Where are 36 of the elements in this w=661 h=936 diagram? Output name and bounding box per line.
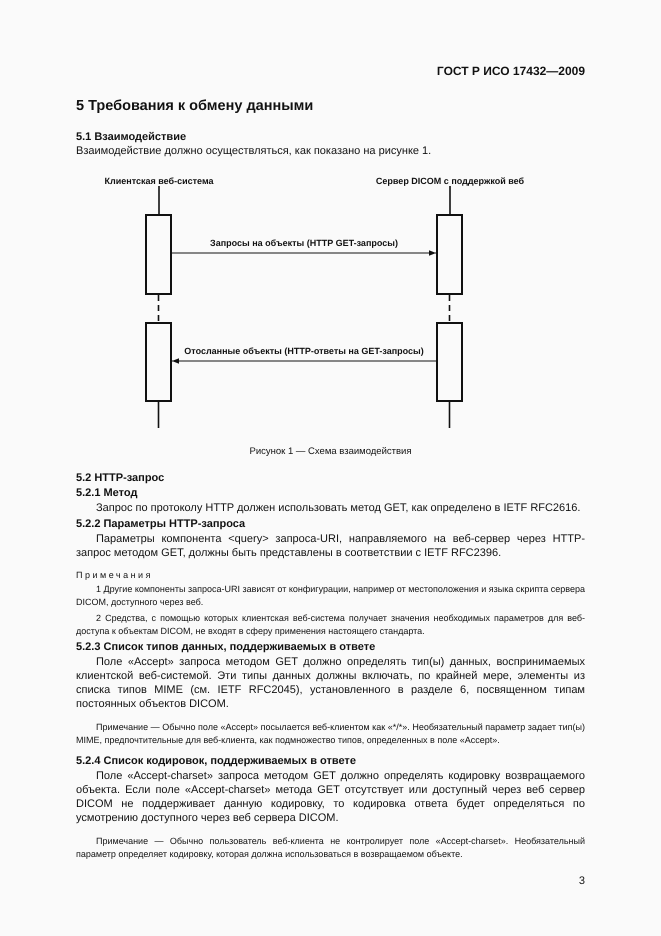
lifeline-label: Клиентская веб-система (104, 176, 214, 186)
edge-label: Отосланные объекты (HTTP-ответы на GET-запросы) (182, 346, 426, 356)
section-heading: 5 Требования к обмену данными (76, 98, 314, 114)
document-header: ГОСТ Р ИСО 17432—2009 (436, 64, 585, 78)
activation-box (145, 322, 172, 402)
body-text: Взаимодействие должно осуществляться, как показано на рисунке 1. (76, 144, 432, 158)
body-text: Поле «Accept-charset» запроса методом GET должно определять кодировку возвращаемого объекта. Если поле «Accept-charset» метода GET отсутствует или доступный через веб сервер DICOM не поддерживает данную кодировку, то кодировка ответа будет определяться по усмотрению доступного через веб сервера DICOM. (76, 769, 585, 825)
note-text: Примечание — Обычно пользователь веб-клиента не контролирует поле «Accept-charset». Необязательный параметр определяет кодировку, которая должна использоваться в возвращаемом объекте. (76, 835, 585, 861)
lifeline (158, 402, 160, 428)
edge-label: Запросы на объекты (HTTP GET-запросы) (208, 238, 400, 248)
note-text: Примечание — Обычно поле «Accept» посылается веб-клиентом как «*/*». Необязательный параметр задает тип(ы) MIME, предпочтительные для веб-клиента, как подмножество типов, определенных в поле «Accept». (76, 721, 585, 747)
lifeline (158, 295, 160, 322)
message-arrow (172, 358, 436, 364)
body-text: Запрос по протоколу HTTP должен использовать метод GET, как определено в IETF RFC2616. (95, 501, 582, 515)
subsection-heading: 5.2.4 Список кодировок, поддерживаемых в ответе (76, 755, 357, 767)
activation-box (145, 214, 172, 295)
subsection-heading: 5.2.1 Метод (76, 487, 138, 499)
figure-caption: Рисунок 1 — Схема взаимодействия (248, 446, 412, 457)
note-text: 1 Другие компоненты запроса-URI зависят от конфигурации, например от местоположения и языка скрипта сервера DICOM, доступного через веб. (76, 583, 585, 609)
page-number: 3 (578, 875, 585, 887)
lifeline-label: Сервер DICOM с поддержкой веб (376, 176, 524, 186)
lifeline (449, 186, 451, 214)
activation-box (436, 322, 463, 402)
activation-box (436, 214, 463, 295)
subsection-heading: 5.2.2 Параметры HTTP-запроса (76, 518, 246, 530)
subsection-heading: 5.2.3 Список типов данных, поддерживаемых в ответе (76, 641, 376, 653)
subsection-heading: 5.1 Взаимодействие (76, 131, 188, 143)
message-arrow (172, 250, 436, 256)
note-text: 2 Средства, с помощью которых клиентская веб-система получает значения необходимых параметров для веб-доступа к объектам DICOM, не входят в сферу применения настоящего стандарта. (76, 612, 585, 638)
lifeline (158, 186, 160, 214)
notes-heading: Примечания (76, 570, 154, 580)
body-text: Поле «Accept» запроса методом GET должно определять тип(ы) данных, воспринимаемых клиентской веб-системой. Эти типы данных должны включать, по крайней мере, элементы из списка типов MIME (см. IETF RFC2045), установленного в разделе 6, посвященном типам постоянных объектов DICOM. (76, 655, 585, 711)
subsection-heading: 5.2 HTTP-запрос (76, 472, 166, 484)
lifeline (448, 295, 450, 322)
body-text: Параметры компонента <query> запроса-URI, направляемого на веб-сервер через HTTP-запрос методом GET, должны быть представлены в соответствии с IETF RFC2396. (76, 532, 585, 560)
lifeline (448, 402, 450, 428)
